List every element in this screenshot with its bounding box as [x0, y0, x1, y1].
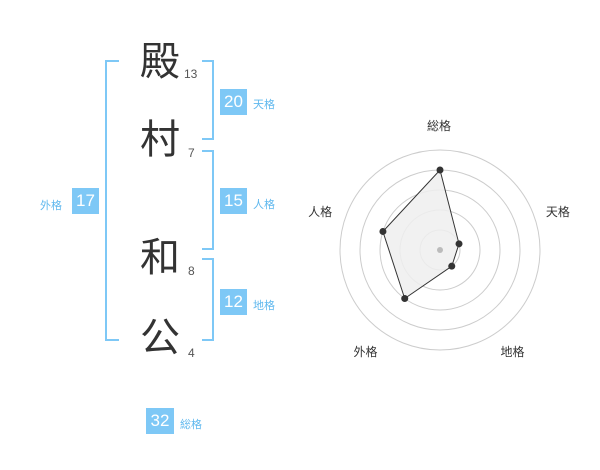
- radar-series-area: [382, 168, 460, 300]
- name-char-2: 村: [140, 117, 180, 163]
- name-char-4: 公: [140, 315, 180, 361]
- radar-point-2: [448, 262, 456, 270]
- radar-center-dot: [437, 247, 443, 253]
- gaikaku-bracket: [105, 60, 119, 341]
- stroke-count-2: 7: [188, 146, 195, 160]
- tenkaku-bracket: [202, 60, 214, 140]
- soukaku-value: 32: [146, 408, 174, 434]
- radar-ring-5: [339, 149, 541, 351]
- tenkaku-label: 天格: [253, 98, 275, 111]
- jinkaku-label: 人格: [253, 198, 275, 211]
- radar-point-4: [379, 227, 387, 235]
- tenkaku-value: 20: [220, 89, 247, 115]
- soukaku-label: 総格: [180, 418, 202, 431]
- radar-axis-label-2: 地格: [500, 345, 525, 360]
- chikaku-bracket: [202, 258, 214, 341]
- radar-point-0: [436, 166, 444, 174]
- radar-point-1: [455, 240, 463, 248]
- stroke-count-4: 4: [188, 346, 195, 360]
- name-char-1: 殿: [140, 39, 180, 85]
- radar-axis-label-3: 外格: [353, 345, 378, 360]
- radar-axis-label-4: 人格: [308, 205, 333, 220]
- radar-axis-label-0: 総格: [427, 119, 452, 133]
- jinkaku-value: 15: [220, 188, 247, 214]
- radar-point-3: [401, 295, 409, 303]
- stroke-count-1: 13: [184, 67, 198, 81]
- gaikaku-value: 17: [72, 188, 99, 214]
- jinkaku-bracket: [202, 150, 214, 250]
- name-char-3: 和: [140, 235, 180, 281]
- chikaku-label: 地格: [253, 299, 275, 312]
- radar-axis-label-1: 天格: [545, 205, 570, 220]
- chikaku-value: 12: [220, 289, 247, 315]
- gaikaku-label: 外格: [40, 199, 62, 212]
- stroke-count-3: 8: [188, 264, 195, 278]
